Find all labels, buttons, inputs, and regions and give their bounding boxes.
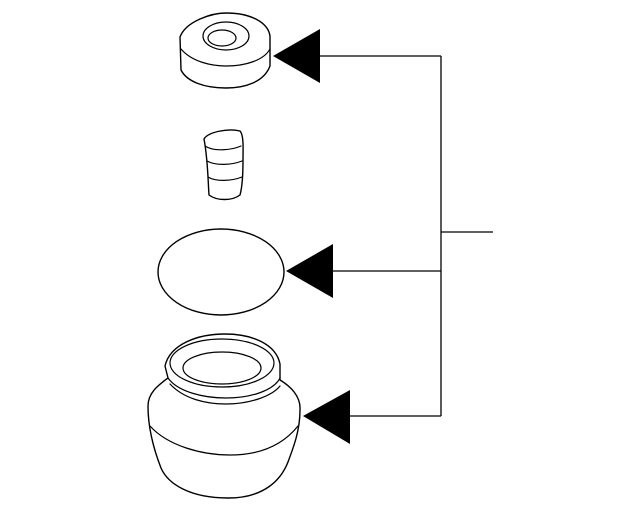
arrow-to-spring-seat xyxy=(286,244,333,298)
arrow-to-lower-boot xyxy=(303,390,350,444)
upper-insulator-part xyxy=(179,12,271,89)
spring-seat-part xyxy=(157,228,285,316)
bump-stop-part xyxy=(203,129,244,201)
arrow-to-upper-insulator xyxy=(273,29,320,83)
callout-leader xyxy=(310,55,493,417)
lower-boot-part xyxy=(147,333,301,499)
